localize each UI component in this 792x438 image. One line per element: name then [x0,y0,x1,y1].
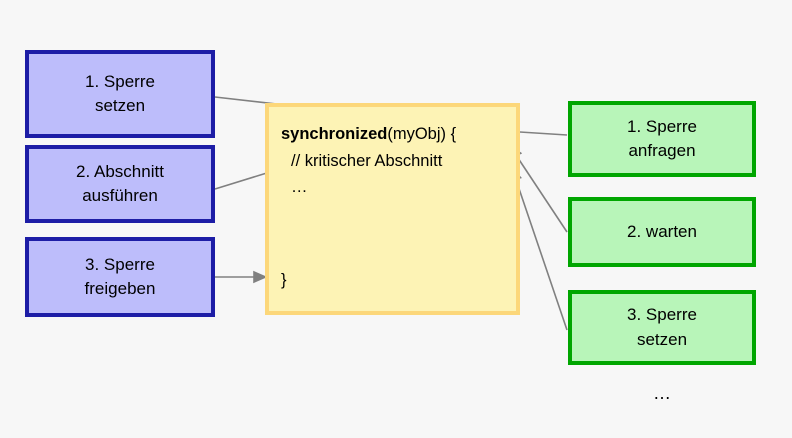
code-keyword-synchronized: synchronized [281,125,388,143]
code-line-closing-brace: } [281,267,287,294]
code-ellipsis: … [291,178,308,197]
lock-box-wait-line1: 2. warten [627,221,697,241]
lock-box-wait[interactable]: 2. warten [568,197,756,267]
step-box-execute-section[interactable]: 2. Abschnitt ausführen [25,145,215,223]
step-box-set-lock-line1: 1. Sperre [85,71,155,91]
code-signature: (myObj) { [387,125,457,143]
code-line-comment: // kritischer Abschnitt [281,148,516,175]
arrow-acquire-lock [510,166,568,331]
code-line-synchronized: synchronized(myObj) { [281,121,516,148]
lock-box-request-lock-line2: anfragen [628,141,696,160]
step-box-set-lock[interactable]: 1. Sperre setzen [25,50,215,138]
lock-box-acquire-lock[interactable]: 3. Sperre setzen [568,290,756,365]
code-block: synchronized(myObj) { // kritischer Absc… [265,103,520,315]
step-box-execute-section-line1: 2. Abschnitt [76,161,164,181]
code-line-ellipsis: … [281,174,516,201]
step-box-release-lock-line1: 3. Sperre [85,254,155,274]
code-closing-brace: } [281,271,287,289]
right-column-trailing-ellipsis: … [653,383,671,403]
lock-box-acquire-lock-line2: setzen [636,329,688,349]
step-box-release-lock[interactable]: 3. Sperre freigeben [25,237,215,317]
step-box-execute-section-line2: ausführen [82,186,158,205]
step-box-release-lock-line2: freigeben [84,279,156,298]
code-comment-text: // kritischer Abschnitt [291,151,443,170]
lock-box-request-lock-line1: 1. Sperre [627,116,697,136]
step-box-set-lock-line2: setzen [94,96,146,115]
lock-box-acquire-lock-line1: 3. Sperre [627,305,697,325]
lock-box-request-lock[interactable]: 1. Sperre anfragen [568,101,756,177]
